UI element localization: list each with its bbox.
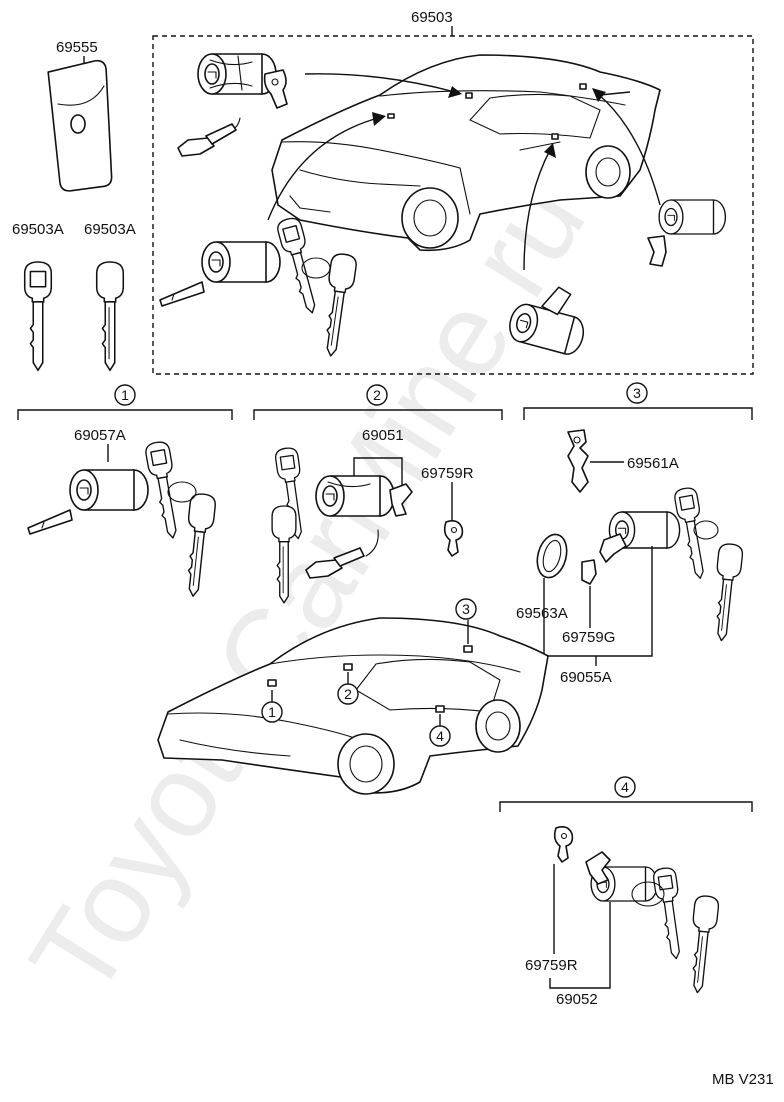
car-callout-4: 4 (436, 728, 444, 744)
callout-circle (626, 382, 648, 404)
key-icon (631, 866, 721, 995)
lock-lever-icon (647, 235, 667, 267)
master-key-icon (23, 261, 53, 372)
retainer-clip-icon (553, 826, 574, 863)
part-number-69555: 69555 (56, 39, 98, 56)
part-number-69561A: 69561A (627, 455, 679, 472)
key-icon (143, 439, 218, 599)
car-callouts: 1 2 3 4 (261, 598, 477, 747)
leader-line (543, 546, 653, 666)
door-lock-cylinder-icon (658, 199, 727, 235)
retainer-clip-icon (443, 520, 464, 557)
key-icon (672, 485, 745, 643)
part-number-69759R: 69759R (525, 957, 578, 974)
part-number-69052: 69052 (556, 991, 598, 1008)
lock-rod-icon (305, 529, 379, 579)
callout-circle (114, 384, 136, 406)
callout-circle (366, 384, 388, 406)
retainer-clip-icon (581, 559, 597, 585)
part-number-69503A: 69503A (12, 221, 64, 238)
part-number-69759G: 69759G (562, 629, 615, 646)
kit-dashed-frame (152, 35, 754, 375)
section-4-header: 4 (499, 776, 753, 812)
lock-cylinder-icon (315, 475, 395, 517)
lock-lever-icon (567, 429, 589, 493)
arrow-icon (267, 73, 661, 271)
lock-lever-icon (263, 69, 288, 109)
part-number-69563A: 69563A (516, 605, 568, 622)
car-icon (271, 54, 661, 252)
ignition-cylinder-icon (159, 241, 281, 307)
part-number-69503: 69503 (411, 9, 453, 26)
trunk-lock-cylinder-icon (505, 286, 589, 358)
ignition-cylinder-icon (27, 469, 149, 535)
callout-3: 3 (633, 385, 641, 401)
part-number-69057A: 69057A (74, 427, 126, 444)
part-number-69503A: 69503A (84, 221, 136, 238)
callout-4: 4 (621, 779, 629, 795)
part-number-69055A: 69055A (560, 669, 612, 686)
lock-cylinder-icon (197, 53, 277, 95)
car-callout-3: 3 (462, 601, 470, 617)
figure-code: MB V231 (712, 1071, 774, 1088)
section-2-header: 2 (253, 384, 503, 420)
gasket-icon (536, 533, 568, 579)
car-callout-2: 2 (344, 686, 352, 702)
car-icon (157, 617, 549, 795)
part-number-69051: 69051 (362, 427, 404, 444)
lock-rod-icon (177, 117, 241, 157)
lock-lever-icon (599, 533, 627, 563)
callout-2: 2 (373, 387, 381, 403)
valet-key-icon (95, 261, 125, 372)
part-number-69759R: 69759R (421, 465, 474, 482)
car-callout-1: 1 (268, 704, 276, 720)
lock-lever-icon (585, 851, 611, 885)
key-tag-icon (47, 59, 113, 192)
section-1-header: 1 (17, 384, 233, 420)
callout-1: 1 (121, 387, 129, 403)
section-3-header: 3 (523, 382, 753, 420)
lock-lever-icon (389, 483, 413, 517)
key-icon (275, 215, 359, 359)
leader-line (353, 457, 403, 486)
leader-line (549, 864, 611, 989)
